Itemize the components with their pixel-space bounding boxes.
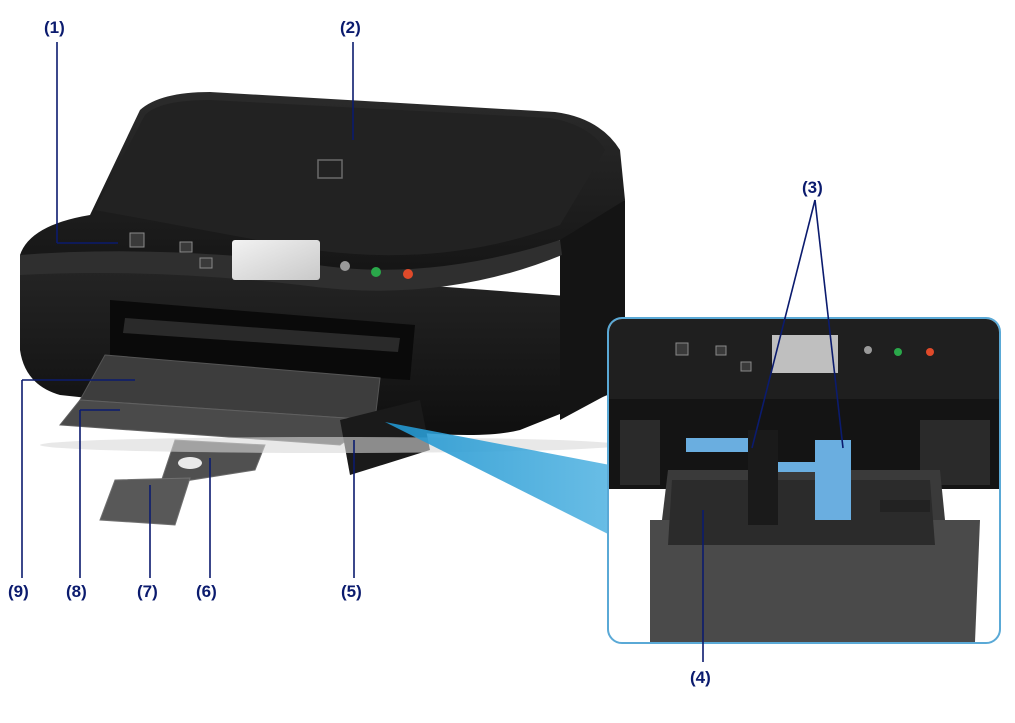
callout-2: (2): [340, 18, 361, 37]
home-button: [129, 232, 145, 248]
color-start-button: [371, 267, 381, 277]
cassette-well: [668, 480, 935, 545]
output-support-extension: [99, 477, 191, 526]
callout-8: (8): [66, 582, 87, 601]
inset-lcd: [772, 335, 838, 373]
output-rollers: [123, 318, 400, 352]
paper-guide-left: [686, 438, 748, 452]
guide-rail: [778, 462, 818, 472]
stop-button: [403, 269, 413, 279]
callout-9: (9): [8, 582, 29, 601]
callout-1: (1): [44, 18, 65, 37]
paper-guide-right: [815, 440, 851, 520]
callout-7: (7): [137, 582, 158, 601]
inset-start-button: [894, 348, 902, 356]
cassette-slot: [880, 500, 930, 512]
navigation-button: [340, 261, 350, 271]
inset-copy-button: [715, 345, 727, 356]
lid-emblem: [317, 159, 343, 179]
inset-home-button: [675, 342, 689, 356]
back-button: [199, 257, 213, 269]
callout-lines: [21, 42, 844, 662]
leader-3b: [814, 199, 844, 449]
callout-5: (5): [341, 582, 362, 601]
inset-nav-button: [864, 346, 872, 354]
cassette-inset: [607, 317, 1001, 644]
lcd-screen: [232, 240, 320, 280]
leader-3a: [751, 199, 816, 449]
scanner-lid-top: [95, 100, 605, 256]
inset-back-button: [740, 361, 752, 372]
inset-left-foot: [620, 420, 660, 485]
support-thumb-hole: [178, 457, 202, 469]
zoom-beam: [385, 422, 610, 535]
callout-6: (6): [196, 582, 217, 601]
callout-4: (4): [690, 668, 711, 687]
callout-3: (3): [802, 178, 823, 197]
inset-stop-button: [926, 348, 934, 356]
front-tray-base: [650, 520, 980, 642]
copy-button: [179, 241, 193, 253]
